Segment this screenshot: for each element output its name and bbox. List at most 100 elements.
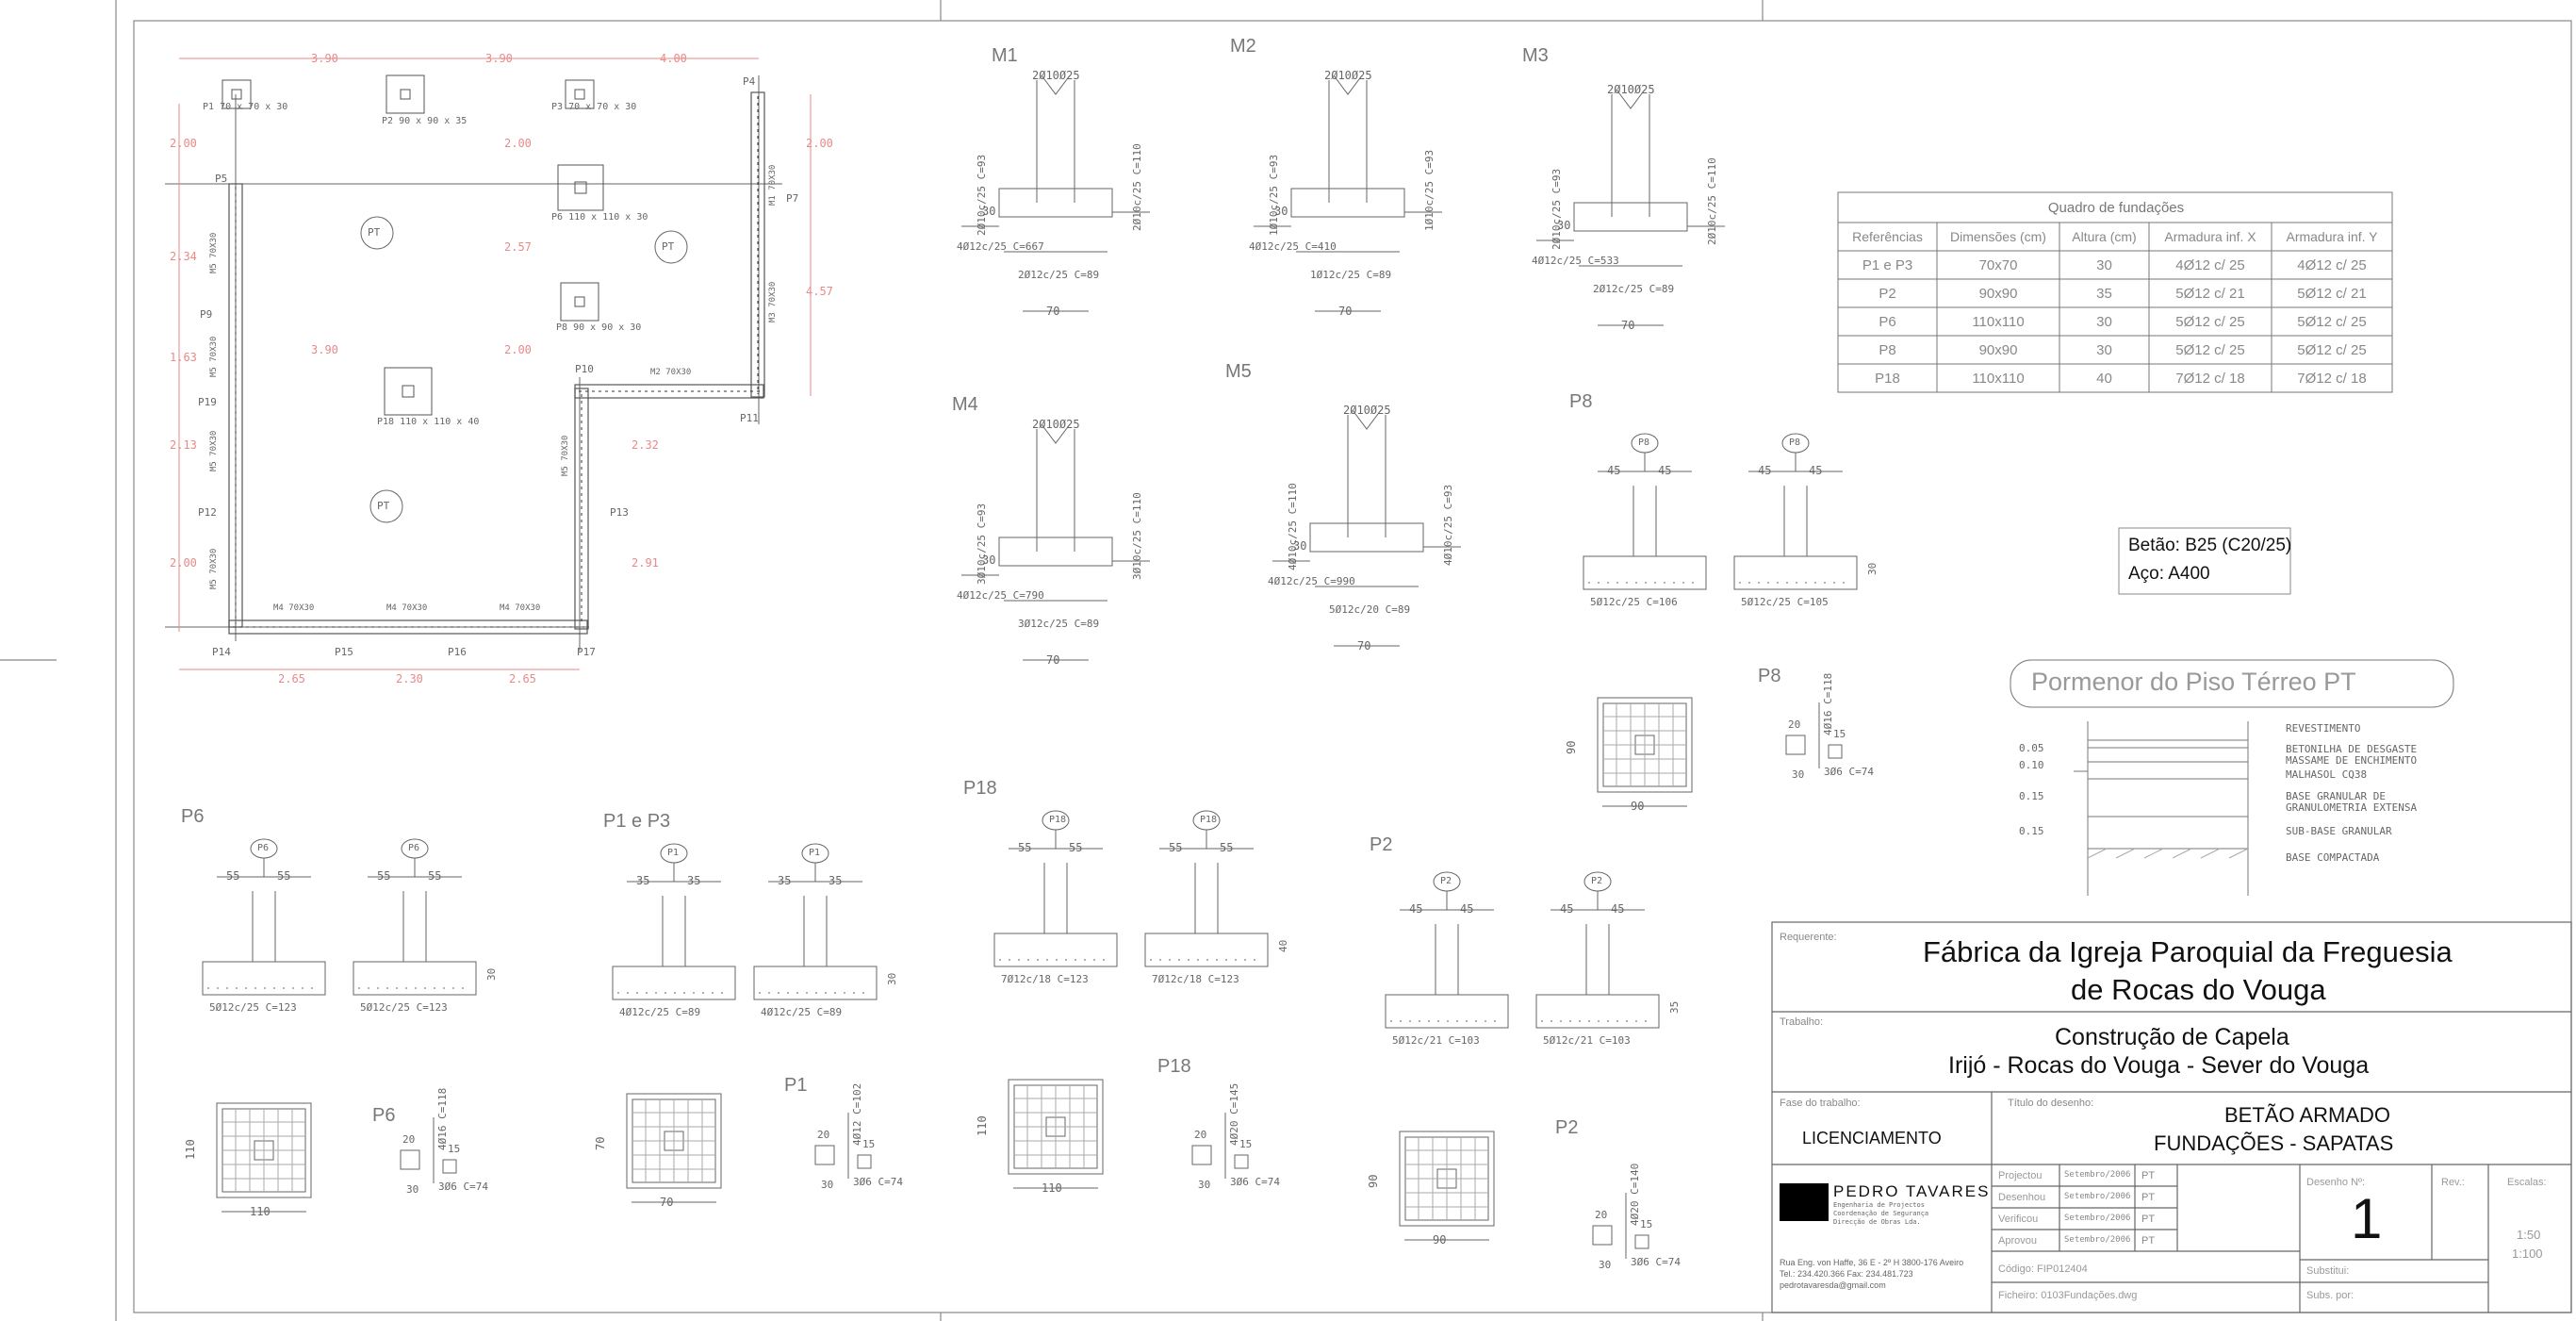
table-cell: 5Ø12 c/ 21 [2297,286,2367,302]
column-label-p10: P10 [575,363,594,375]
footing-bubble-label: P6 [408,843,420,853]
table-header-4: Armadura inf. Y [2286,229,2378,244]
role-date: Setembro/2006 [2064,1192,2131,1201]
column-stirrup-15: 15 [862,1138,876,1150]
wall-width: 70 [1357,639,1371,652]
footing-detail-title: P8 [1569,391,1593,412]
role-initials: PT [2141,1235,2156,1247]
footing-bottom-bars: 5Ø12c/25 C=105 [1741,596,1829,608]
column-bars: 4Ø16 C=118 [1822,672,1834,735]
materials-box [2118,527,2291,595]
footing-height: 30 [886,972,898,985]
plan-footing-p3: P3 70 x 70 x 30 [551,102,637,112]
wall-section-m5 [1272,409,1461,647]
footing-bottom-bars: 7Ø12c/18 C=123 [1001,973,1089,985]
table-cell: 4Ø12 c/ 25 [2297,257,2367,273]
wall-section-m3 [1536,89,1725,326]
wall-section-title: M5 [1225,361,1252,382]
footing-plan-height: 90 [1367,1174,1380,1188]
table-cell: 5Ø12 c/ 25 [2297,314,2367,330]
plan-footing-p1: P1 70 x 70 x 30 [203,102,288,112]
table-cell: P2 [1879,286,1896,302]
column-label-p15: P15 [335,646,353,658]
plan-dim-left-5: 2.00 [170,556,197,570]
wall-right-bars: 2Ø10c/25 C=110 [1706,157,1718,245]
footing-half-right: 35 [829,874,843,887]
footing-bottom-bars: 7Ø12c/18 C=123 [1152,973,1239,985]
plan-dim-left-2: 2.34 [170,250,197,263]
floor-layer-5: BASE GRANULAR DE [2286,790,2386,802]
floor-thk-4: 0.15 [2019,825,2044,837]
table-cell: 35 [2096,286,2112,302]
wall-label-m4c: M4 70X30 [500,603,541,613]
scale-2: 1:100 [2512,1247,2543,1261]
client-line-1: Fábrica da Igreja Paroquial da Freguesia [1923,935,2453,968]
plan-dim-inner-2: 2.57 [504,240,532,254]
footing-height: 30 [1866,562,1879,575]
plan-dim-inner-3: 2.00 [504,343,532,356]
footing-column-title: P1 [784,1075,808,1096]
role-initials: PT [2141,1192,2156,1203]
footing-half-left: 45 [1607,464,1621,477]
wall-label-m4a: M4 70X30 [273,603,315,613]
column-cover-20: 20 [1194,1129,1207,1141]
column-stirrups: 3Ø6 C=74 [1230,1176,1280,1188]
plan-dim-left-1: 2.00 [170,137,197,150]
foundation-table-grid [1837,191,2393,393]
table-cell: P8 [1879,342,1896,358]
footing-column-title: P6 [372,1105,396,1126]
wall-width: 70 [1046,653,1060,667]
floor-thk-3: 0.15 [2019,790,2044,802]
floor-layer-3: MASSAME DE ENCHIMENTO [2286,754,2418,767]
footing-half-left: 45 [1758,464,1772,477]
table-header-0: Referências [1852,229,1923,244]
footing-plan-width: 110 [250,1205,271,1218]
column-label-p7: P7 [786,192,799,205]
wall-bottom-bars-1: 4Ø12c/25 C=410 [1249,240,1337,253]
wall-section-m1 [961,74,1150,312]
wall-right-bars: 3Ø10c/25 C=110 [1131,492,1143,580]
titulo-line-1: BETÃO ARMADO [2224,1103,2391,1127]
footing-height: 30 [485,967,498,981]
column-bars: 4Ø20 C=145 [1228,1082,1240,1146]
role-initials: PT [2141,1170,2156,1181]
wall-top-bars: 2Ø10Ø25 [1343,404,1391,417]
footing-bottom-bars: 4Ø12c/25 C=89 [619,1006,701,1018]
footing-half-left: 45 [1560,902,1574,916]
floor-detail [2010,659,2454,896]
wall-top-bars: 2Ø10Ø25 [1607,83,1655,96]
footing-half-right: 45 [1611,902,1625,916]
footing-bubble-label: P2 [1591,876,1603,886]
table-header-1: Dimensões (cm) [1950,229,2046,244]
wall-right-bars: 2Ø10c/25 C=110 [1131,143,1143,231]
titulo-label: Título do desenho: [2008,1098,2094,1109]
footing-detail-title: P1 e P3 [603,811,671,832]
footing-bottom-bars: 5Ø12c/25 C=123 [360,1001,448,1014]
footing-plan-width: 110 [1042,1181,1062,1195]
wall-label-m4b: M4 70X30 [386,603,428,613]
wall-bottom-bars-2: 2Ø12c/25 C=89 [1018,269,1100,281]
table-header-2: Altura (cm) [2072,229,2137,244]
firm-sub-3: Direcção de Obras Lda. [1833,1218,1921,1226]
wall-section-title: M1 [992,45,1018,66]
wall-top-bars: 2Ø10Ø25 [1032,418,1080,431]
column-label-p16: P16 [448,646,467,658]
pt-label-1: PT [368,226,381,239]
column-stirrup-15: 15 [448,1143,461,1155]
column-anchor-30: 30 [1599,1259,1612,1271]
wall-height: 30 [1557,219,1571,232]
plan-footing-p8: P8 90 x 90 x 30 [556,322,642,333]
wall-section-m4 [961,423,1150,661]
wall-top-bars: 2Ø10Ø25 [1324,69,1372,82]
footing-bubble-label: P1 [809,848,821,858]
plan-dim-top-3: 4.00 [660,52,687,65]
firm-phone: Tel.: 234.420.366 Fax: 234.481.723 [1780,1269,1913,1279]
floor-thk-2: 0.10 [2019,759,2044,771]
rev-label: Rev.: [2441,1177,2465,1188]
footing-bubble-label: P1 [667,848,680,858]
wall-height: 30 [982,553,996,567]
role-label: Desenhou [1998,1192,2046,1203]
fase-value: LICENCIAMENTO [1802,1129,1942,1148]
